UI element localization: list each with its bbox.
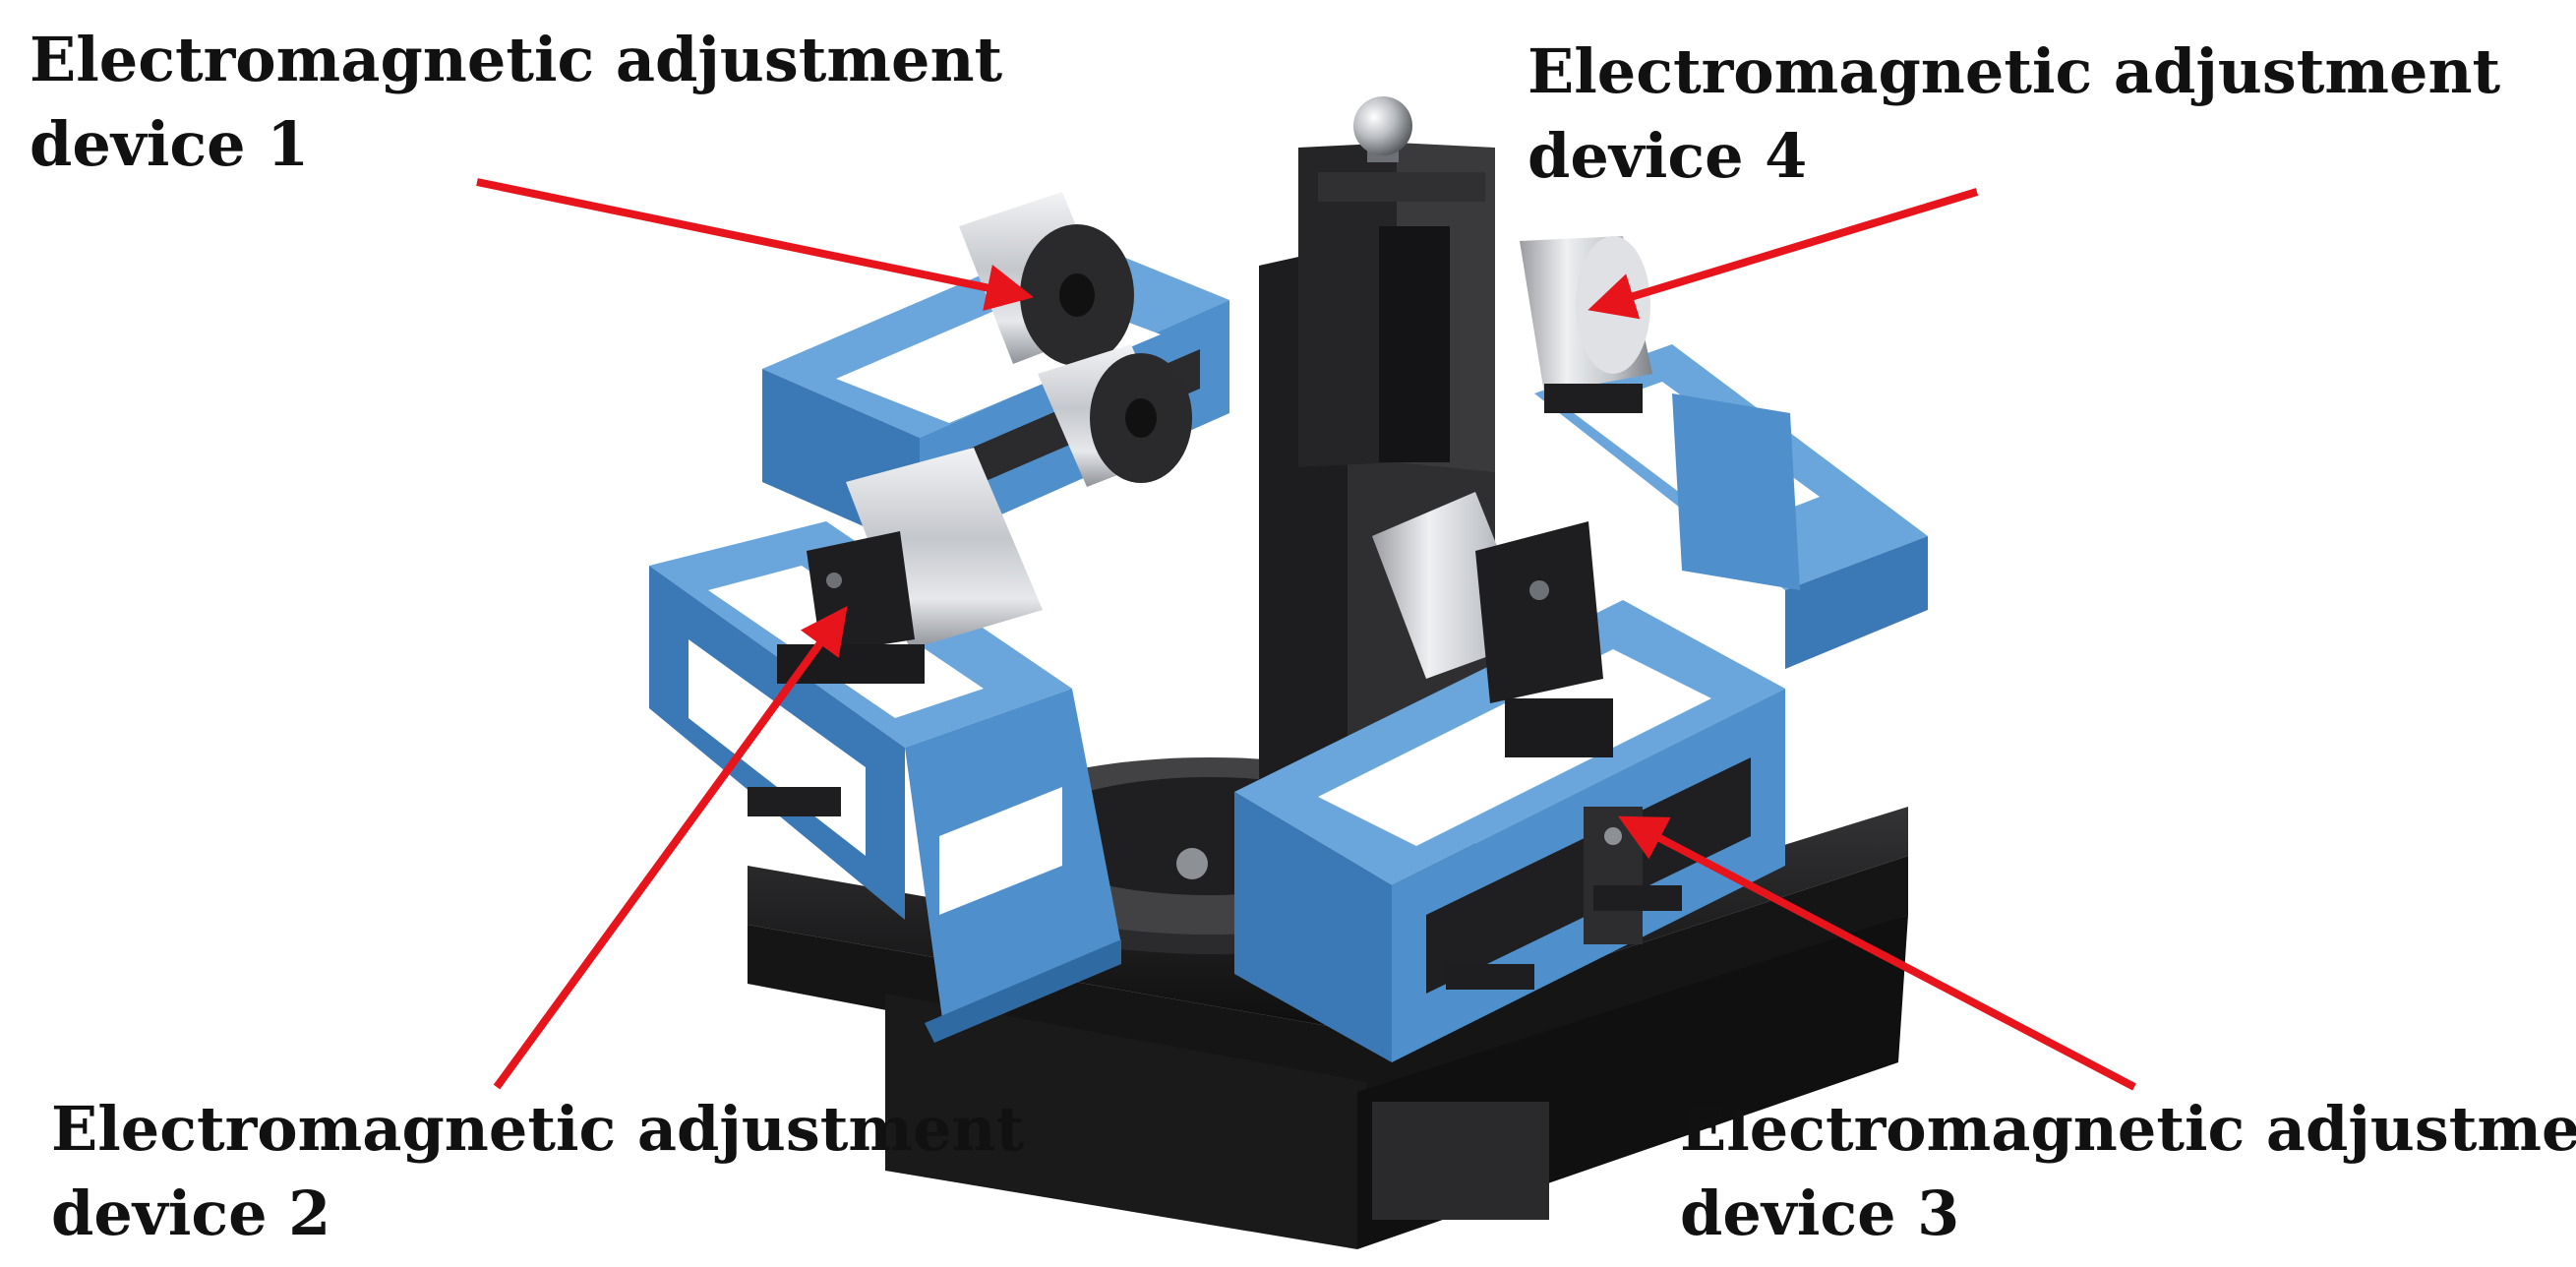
magnet-device-4 xyxy=(1520,236,1652,413)
label-device-4: Electromagnetic adjustment device 4 xyxy=(1528,30,2500,199)
arrow-device-1 xyxy=(476,178,1034,312)
label-device-2-line2: device 2 xyxy=(51,1177,331,1249)
label-device-3-line1: Electromagnetic adjustment xyxy=(1680,1093,2576,1165)
label-device-3: Electromagnetic adjustment device 3 xyxy=(1680,1087,2576,1256)
label-device-4-line1: Electromagnetic adjustment xyxy=(1528,35,2501,107)
label-device-3-line2: device 3 xyxy=(1680,1177,1960,1249)
label-device-1-line2: device 1 xyxy=(30,108,310,180)
magnet-device-3 xyxy=(1372,492,1613,757)
label-device-2-line1: Electromagnetic adjustment xyxy=(51,1093,1025,1165)
magnet-device-2 xyxy=(777,448,1043,684)
label-device-1: Electromagnetic adjustment device 1 xyxy=(30,18,1002,187)
callout-arrows xyxy=(476,178,2136,1091)
magnet-device-1 xyxy=(959,192,1192,487)
arrow-device-4 xyxy=(1588,188,1979,320)
arrow-device-2 xyxy=(493,605,848,1090)
label-device-1-line1: Electromagnetic adjustment xyxy=(30,24,1003,95)
arrow-device-3 xyxy=(1618,815,2136,1091)
vertical-column xyxy=(1259,96,1495,807)
label-device-4-line2: device 4 xyxy=(1528,120,1808,192)
probe-ball xyxy=(1353,96,1412,155)
label-device-2: Electromagnetic adjustment device 2 xyxy=(51,1087,1024,1256)
